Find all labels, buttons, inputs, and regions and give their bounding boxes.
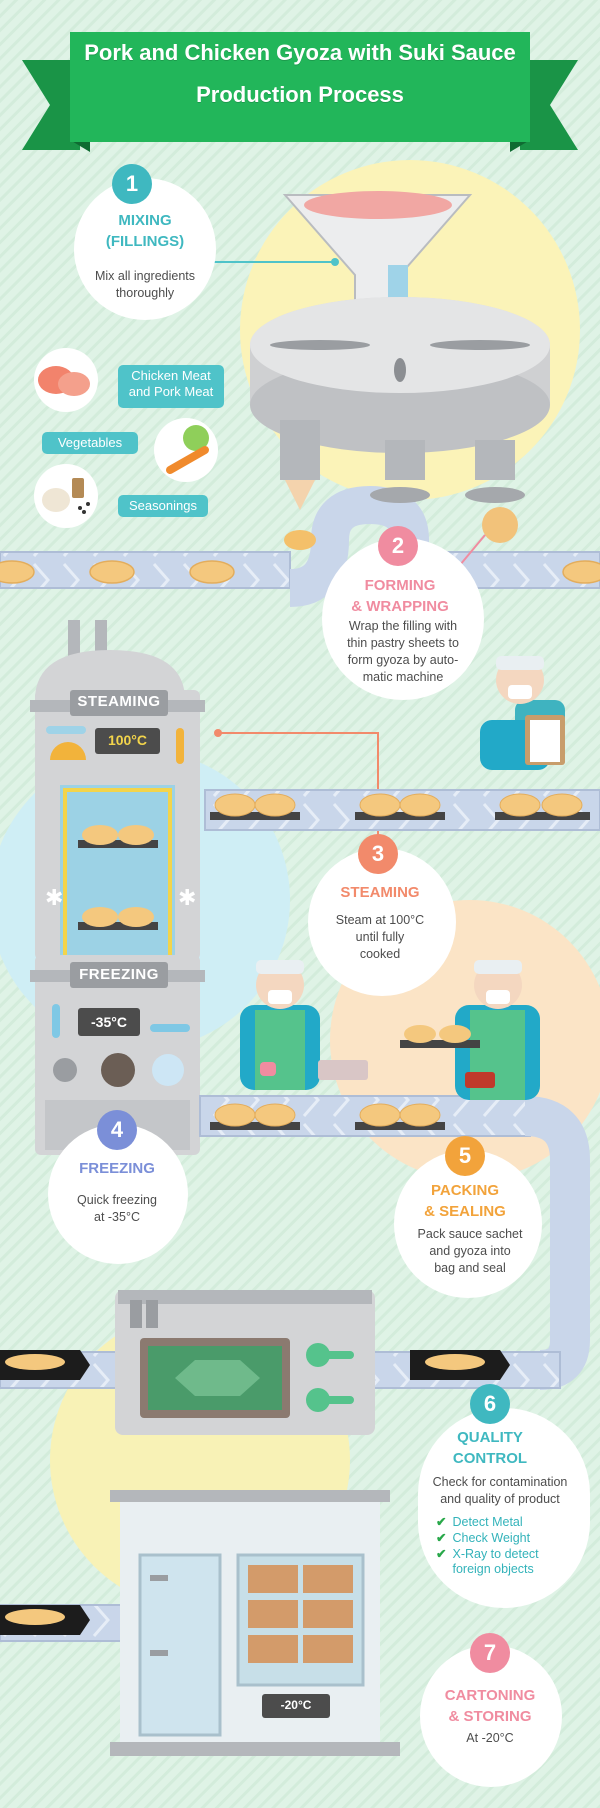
tag-meat: Chicken Meat and Pork Meat [118,365,224,408]
check-icon: ✔ [436,1531,447,1545]
step-5-badge [445,1136,485,1176]
step-6-number: 6 [483,1391,497,1416]
step-2-title: FORMING & WRAPPING [351,577,449,615]
qc-check-item: ✔ X-Ray to detect foreign objects [436,1547,539,1577]
qc-check-label: Check Weight [452,1531,531,1545]
step-6-card [418,1408,590,1608]
step-7-number: 7 [483,1640,497,1665]
gyoza-row-1 [0,560,600,584]
qc-check-item: ✔ Detect Metal [436,1515,523,1530]
mixer-machine [250,191,550,550]
qc-check-label: X-Ray to detect foreign objects [452,1547,539,1576]
check-icon: ✔ [436,1515,447,1529]
title-banner [22,32,578,152]
steaming-machine-label: STEAMING [77,693,161,710]
step-3-number: 3 [371,841,385,866]
svg-text:✱: ✱ [178,886,196,911]
gyoza-bags-qc [0,1350,510,1380]
step-7-title: CARTONING & STORING [444,1687,536,1725]
tray-row-2 [210,793,590,820]
step-6-title: QUALITY CONTROL [452,1429,528,1467]
tray-row-3 [210,1060,445,1130]
step-5-description: Pack sauce sachet and gyoza into bag and… [417,1227,523,1275]
step-5-title: PACKING & SEALING [424,1182,506,1220]
step-1-description: Mix all ingredients thoroughly [94,269,196,300]
tag-seasonings: Seasonings [118,495,208,517]
step-6-description: Check for contamination and quality of p… [432,1475,568,1506]
connector-dot-1 [331,258,339,266]
gyoza-bag-filling [5,1609,65,1625]
steaming-temp-display: 100°C [107,732,148,748]
step-5-number: 5 [458,1143,472,1168]
step-7-description: At -20°C [466,1731,514,1745]
freezer-machine: ✱ ✱ [30,886,205,1155]
step-7-badge [470,1633,510,1673]
ingredient-icons [34,348,218,528]
svg-text:✱: ✱ [45,886,63,911]
title-line-2: Production Process [196,82,404,107]
qc-check-item: ✔ Check Weight [436,1531,530,1546]
quality-control-machine [115,1290,375,1435]
step-4-number: 4 [110,1117,124,1142]
step-1-title: MIXING (FILLINGS) [105,212,185,250]
step-6-badge [470,1384,510,1424]
step-3-badge [358,834,398,874]
step-4-title: FREEZING [79,1160,155,1177]
step-2-description: Wrap the filling with thin pastry sheets… [347,619,459,684]
worker-packer-left [240,960,320,1090]
step-1-card [74,178,216,320]
step-3-title: STEAMING [340,884,420,901]
steamer-machine [30,620,205,962]
step-1-number: 1 [125,171,139,196]
title-line-1: Pork and Chicken Gyoza with Suki Sauce [84,40,516,65]
storage-temp-display: -20°C [280,1698,312,1712]
step-4-badge [97,1110,137,1150]
step-2-number: 2 [391,533,405,558]
qc-check-label: Detect Metal [452,1515,523,1529]
step-1-badge [112,164,152,204]
step-4-description: Quick freezing at -35°C [77,1193,157,1224]
freezing-temp-display: -35°C [91,1014,127,1030]
worker-packer-right [400,960,540,1100]
worker-inspector [480,656,565,770]
check-icon: ✔ [436,1547,447,1561]
connector-step-2 [459,534,486,566]
step-3-description: Steam at 100°C until fully cooked [335,913,425,961]
tag-vegetables: Vegetables [42,432,138,454]
freezing-machine-label: FREEZING [79,966,159,983]
connector-dot-3 [214,729,222,737]
cold-storage-room [110,1490,400,1756]
step-2-badge [378,526,418,566]
